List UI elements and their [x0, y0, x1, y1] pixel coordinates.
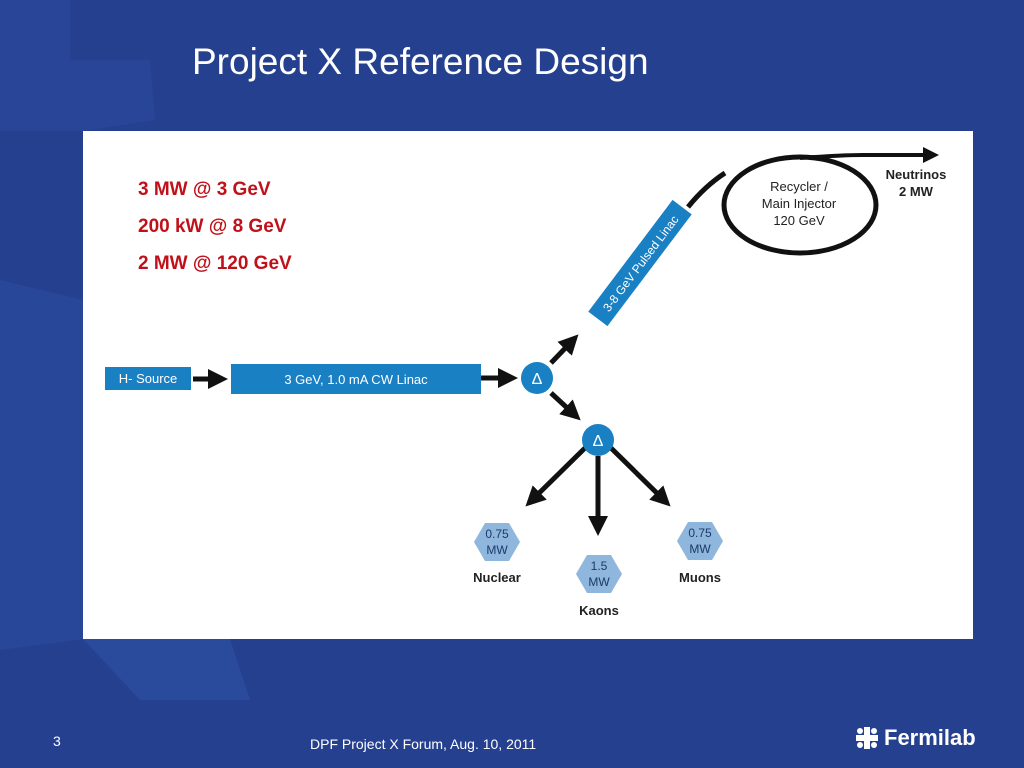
target-muons: 0.75 MW Muons [677, 522, 723, 585]
hexagon-kaons [576, 555, 622, 593]
footer-text: DPF Project X Forum, Aug. 10, 2011 [310, 736, 537, 752]
hexagon-muons [677, 522, 723, 560]
diagram-panel: H- Source 3 GeV, 1.0 mA CW Linac Δ Δ 3-8… [83, 131, 973, 639]
pulsed-linac-label: 3-8 GeV Pulsed Linac [600, 213, 681, 315]
muons-power-value: 0.75 [688, 526, 712, 540]
fermilab-logo: Fermilab [856, 724, 976, 752]
target-kaons: 1.5 MW Kaons [576, 555, 622, 618]
slide-number: 3 [53, 733, 61, 749]
ring-label-line-3: 120 GeV [773, 213, 825, 228]
stat-120gev: 2 MW @ 120 GeV [138, 253, 292, 274]
ring-label-line-2: Main Injector [762, 196, 837, 211]
power-stats: 3 MW @ 3 GeV 200 kW @ 8 GeV 2 MW @ 120 G… [138, 171, 292, 282]
cw-linac-label: 3 GeV, 1.0 mA CW Linac [284, 372, 428, 387]
h-source-label: H- Source [119, 371, 178, 386]
splitter-lower [582, 424, 614, 456]
h-source-box [105, 367, 191, 390]
target-nuclear: 0.75 MW Nuclear [473, 523, 521, 585]
kaons-power-value: 1.5 [591, 559, 608, 573]
fermilab-logo-icon [856, 727, 878, 749]
splitter-lower-symbol: Δ [593, 433, 604, 450]
stat-8gev: 200 kW @ 8 GeV [138, 216, 287, 237]
fermilab-logo-text: Fermilab [884, 725, 976, 750]
page-title: Project X Reference Design [192, 41, 649, 82]
splitter-upper [521, 362, 553, 394]
arrow-splitter-to-pulsed [549, 334, 579, 365]
arrow-ring-to-neutrinos [799, 147, 939, 163]
neutrinos-label: Neutrinos [886, 167, 947, 182]
arrow-splitter-to-lower [549, 391, 581, 421]
neutrinos-power: 2 MW [899, 184, 934, 199]
muons-power-unit: MW [689, 542, 711, 556]
hexagon-nuclear [474, 523, 520, 561]
kaons-label: Kaons [579, 603, 619, 618]
accelerator-diagram: H- Source 3 GeV, 1.0 mA CW Linac Δ Δ 3-8… [105, 147, 947, 618]
stat-3gev: 3 MW @ 3 GeV [138, 179, 271, 200]
nuclear-label: Nuclear [473, 570, 521, 585]
ring-label-line-1: Recycler / [770, 179, 828, 194]
nuclear-power-unit: MW [486, 543, 508, 557]
muons-label: Muons [679, 570, 721, 585]
arrow-to-muons [609, 446, 671, 507]
pulsed-linac-box [588, 199, 692, 327]
arrow-pulsed-to-ring [686, 170, 727, 209]
nuclear-power-value: 0.75 [485, 527, 509, 541]
kaons-power-unit: MW [588, 575, 610, 589]
splitter-upper-symbol: Δ [532, 371, 543, 388]
arrow-to-nuclear [525, 446, 587, 507]
cw-linac-box [231, 364, 481, 394]
